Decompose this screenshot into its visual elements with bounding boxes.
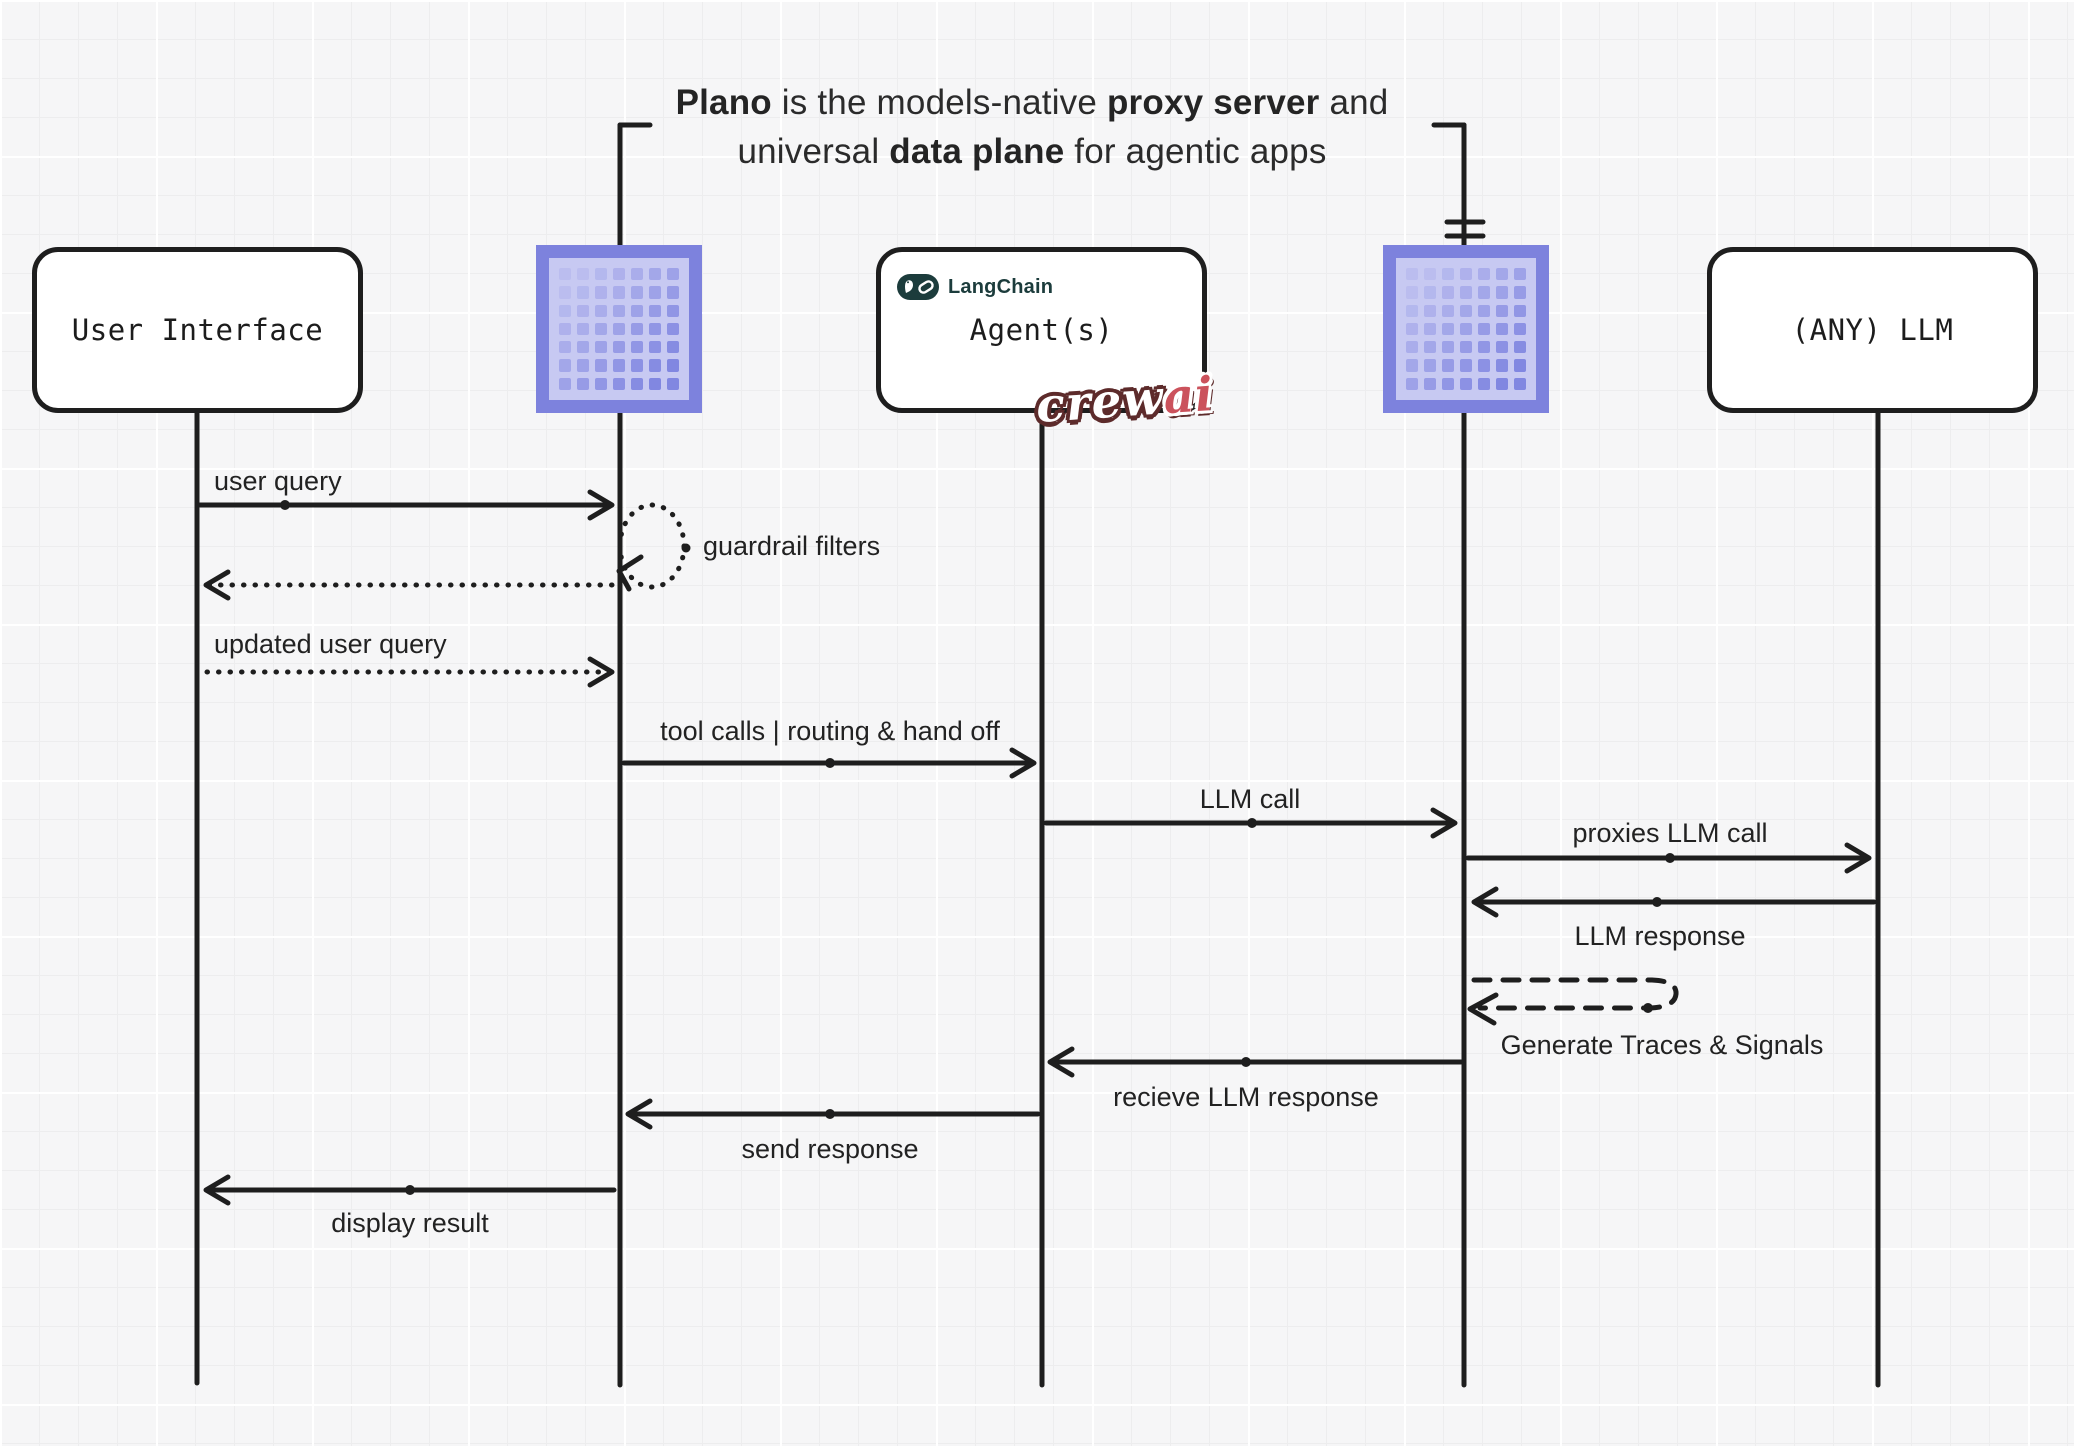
- actor-user-interface: User Interface: [32, 247, 363, 413]
- label-guardrail-filters: guardrail filters: [703, 531, 881, 561]
- langchain-logo: LangChain: [897, 274, 1053, 300]
- title-bold-plano: Plano: [675, 83, 772, 122]
- title-line-1: Plano is the models-native proxy server …: [676, 78, 1389, 127]
- loop-generate-traces: [1467, 977, 1679, 1026]
- label-user-query: user query: [214, 466, 342, 496]
- langchain-label: LangChain: [948, 275, 1054, 298]
- crewai-crew-text: crew: [1034, 370, 1166, 435]
- label-llm-call: LLM call: [1199, 784, 1301, 814]
- arrow-recieve-llm-response: [1047, 1046, 1464, 1078]
- title-text: for agentic apps: [1064, 132, 1327, 171]
- actor-agents-label: Agent(s): [969, 313, 1114, 347]
- arrow-guardrail-return: [203, 569, 615, 601]
- arrow-proxies-llm-call: [1465, 842, 1872, 874]
- plano-logo-icon: [536, 245, 702, 413]
- label-generate-traces: Generate Traces & Signals: [1500, 1030, 1824, 1060]
- title-text: is the models-native: [771, 83, 1107, 122]
- arrow-user-query: [197, 489, 615, 521]
- langchain-parrot-icon: [897, 274, 939, 300]
- loop-guardrail-filters: [616, 502, 691, 592]
- actor-any-llm-label: (ANY) LLM: [1791, 313, 1954, 347]
- arrow-updated-user-query: [204, 656, 615, 688]
- label-send-response: send response: [741, 1134, 919, 1164]
- label-llm-response: LLM response: [1574, 921, 1746, 951]
- arrow-tool-calls: [621, 747, 1037, 779]
- label-recieve-llm-response: recieve LLM response: [1113, 1082, 1379, 1112]
- crewai-ai-text: ai: [1161, 366, 1216, 426]
- title-line-2: universal data plane for agentic apps: [676, 127, 1389, 176]
- arrow-display-result: [203, 1174, 617, 1206]
- label-display-result: display result: [331, 1208, 489, 1238]
- plano-logo-icon: [1383, 245, 1549, 413]
- label-updated-user-query: updated user query: [214, 629, 447, 659]
- actor-user-interface-label: User Interface: [71, 313, 324, 347]
- title-bold-proxy-server: proxy server: [1106, 83, 1320, 122]
- plano-grid-pattern: [1406, 268, 1526, 390]
- diagram-title: Plano is the models-native proxy server …: [676, 78, 1389, 176]
- title-text: universal: [737, 132, 890, 171]
- label-tool-calls: tool calls | routing & hand off: [660, 716, 1000, 746]
- arrow-llm-call: [1043, 807, 1458, 839]
- plano-logo-inner: [1396, 258, 1536, 400]
- label-proxies-llm-call: proxies LLM call: [1572, 818, 1768, 848]
- actor-any-llm: (ANY) LLM: [1707, 247, 2038, 413]
- plano-logo-inner: [549, 258, 689, 400]
- title-text: and: [1319, 83, 1389, 122]
- actor-agents: LangChain Agent(s) crewai: [876, 247, 1216, 434]
- plano-grid-pattern: [559, 268, 679, 390]
- arrow-send-response: [625, 1098, 1041, 1130]
- title-bold-data-plane: data plane: [889, 132, 1065, 171]
- arrow-llm-response: [1471, 886, 1877, 918]
